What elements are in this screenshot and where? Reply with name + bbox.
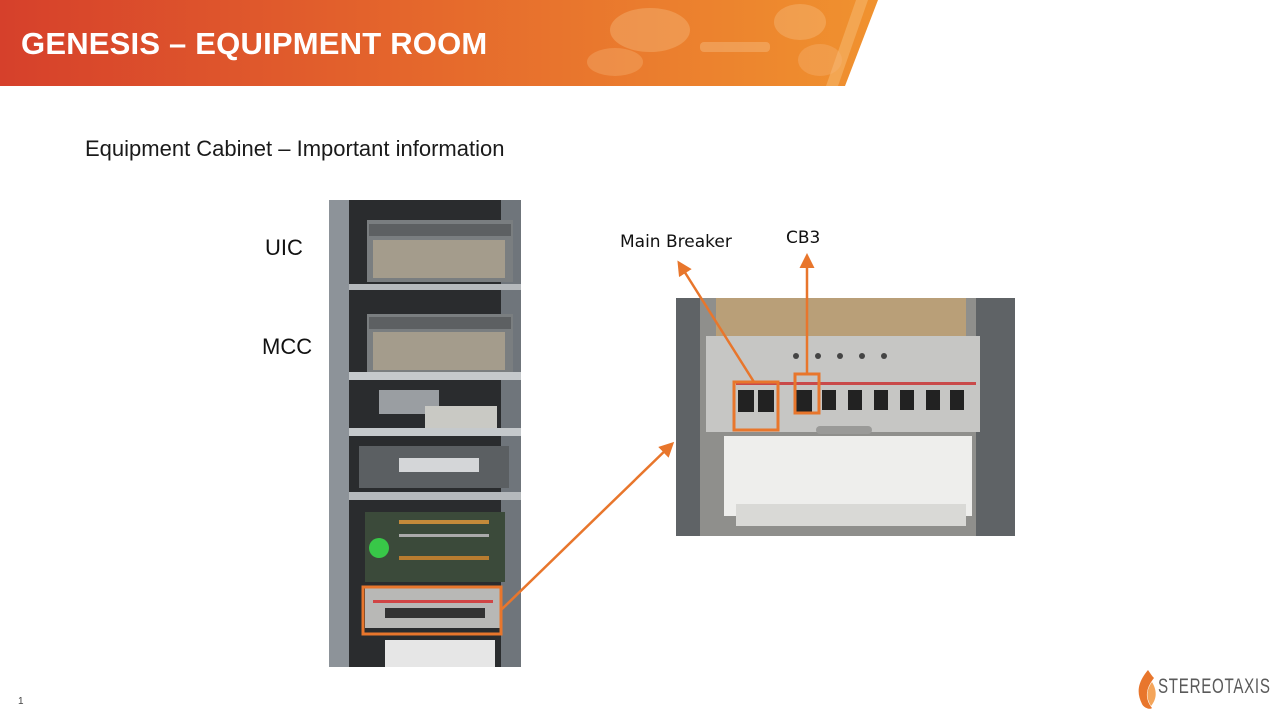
uic-label: UIC [265,235,303,260]
breaker-panel-photo [676,298,1015,536]
header-banner [0,0,878,86]
flame-logo-icon [1138,670,1156,709]
slide-title: GENESIS – EQUIPMENT ROOM [21,26,488,61]
main-breaker-label: Main Breaker [620,232,732,252]
slide-header: GENESIS – EQUIPMENT ROOM [0,0,1280,86]
cb3-label: CB3 [786,228,821,248]
page-number: 1 [18,696,24,707]
zoom-arrow [500,441,675,611]
stereotaxis-logo: STEREOTAXIS [1134,668,1270,712]
logo-wordmark: STEREOTAXIS [1158,675,1271,698]
content-subtitle: Equipment Cabinet – Important informatio… [85,136,505,161]
mcc-label: MCC [262,334,313,359]
equipment-cabinet-photo [329,200,521,667]
